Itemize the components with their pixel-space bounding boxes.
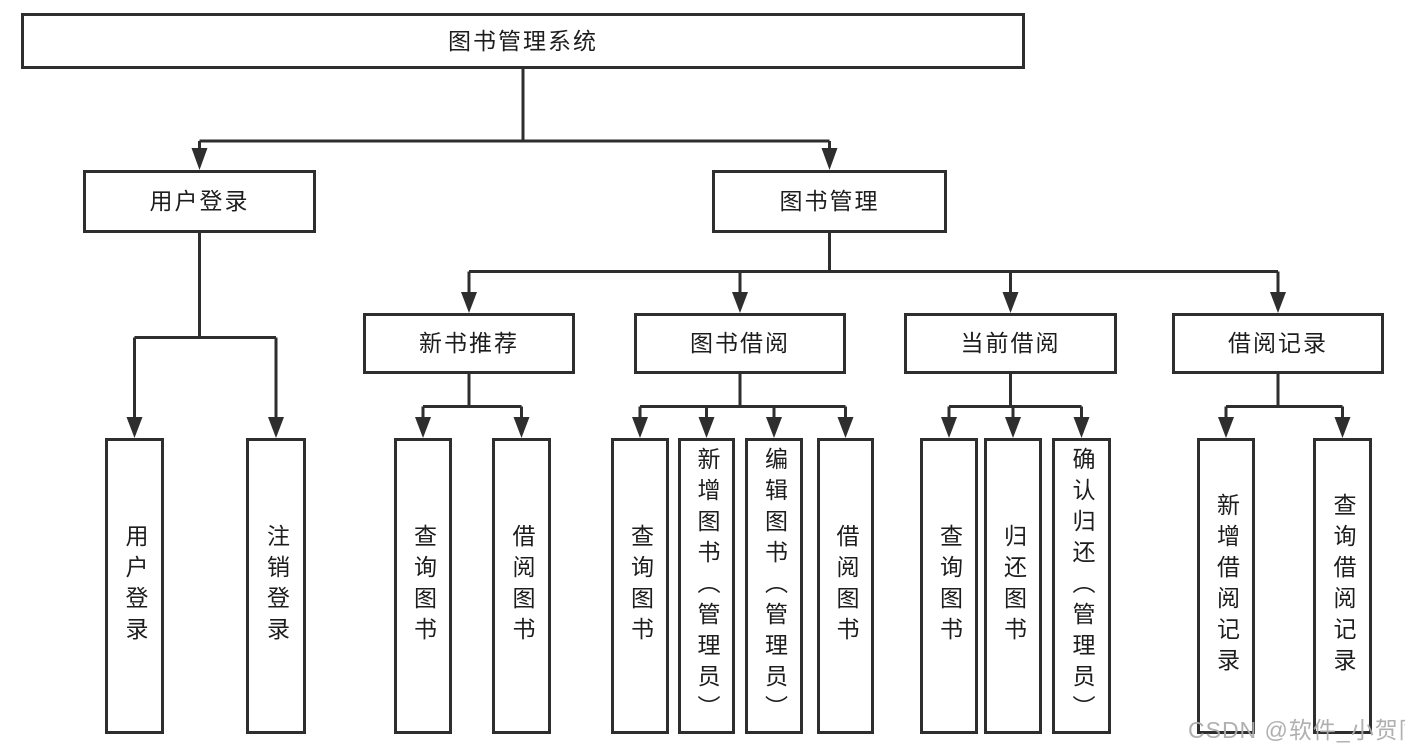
leaf-query-borrow-record: 查询借阅记录 <box>1313 438 1372 734</box>
arrowhead-icon <box>1073 417 1090 438</box>
arrowhead-icon <box>461 292 477 313</box>
leaf-label: 借阅图书 <box>833 524 859 648</box>
leaf-add-borrow-record: 新增借阅记录 <box>1197 438 1255 734</box>
arrowhead-icon <box>698 417 715 438</box>
arrowhead-icon <box>766 417 782 438</box>
node-borrow-records-label: 借阅记录 <box>1228 330 1328 356</box>
arrowhead-icon <box>1270 292 1286 313</box>
leaf-add-books-admin: 新增图书（管理员） <box>678 438 735 734</box>
node-book-borrow: 图书借阅 <box>634 313 846 374</box>
node-current-borrow-label: 当前借阅 <box>960 330 1061 356</box>
node-borrow-records: 借阅记录 <box>1172 313 1384 374</box>
arrowhead-icon <box>268 417 284 438</box>
leaf-query-books-recommend: 查询图书 <box>394 438 452 734</box>
watermark-text: CSDN @软件_小贺同学 <box>1188 717 1405 743</box>
node-root: 图书管理系统 <box>21 13 1025 69</box>
arrowhead-icon <box>1002 292 1019 313</box>
node-current-borrow: 当前借阅 <box>904 313 1117 374</box>
leaf-label: 用户登录 <box>122 524 148 648</box>
leaf-confirm-return-admin: 确认归还（管理员） <box>1052 438 1111 734</box>
leaf-logout: 注销登录 <box>246 438 306 734</box>
node-book-borrow-label: 图书借阅 <box>690 330 790 356</box>
node-new-book-recommend-label: 新书推荐 <box>419 330 519 356</box>
leaf-user-login: 用户登录 <box>105 438 164 734</box>
arrowhead-icon <box>837 417 854 438</box>
leaf-return-books: 归还图书 <box>984 438 1042 734</box>
node-book-management-label: 图书管理 <box>779 188 880 214</box>
leaf-label: 新增借阅记录 <box>1213 493 1240 679</box>
leaf-query-books-current: 查询图书 <box>920 438 978 734</box>
leaf-label: 注销登录 <box>263 524 290 648</box>
node-book-management: 图书管理 <box>712 170 947 233</box>
leaf-label: 新增图书（管理员） <box>694 446 720 726</box>
node-user-login: 用户登录 <box>83 170 316 233</box>
node-new-book-recommend: 新书推荐 <box>363 313 575 374</box>
node-user-login-label: 用户登录 <box>149 188 250 214</box>
arrowhead-icon <box>191 148 208 170</box>
leaf-edit-books-admin: 编辑图书（管理员） <box>745 438 803 734</box>
leaf-borrow-books: 借阅图书 <box>817 438 874 734</box>
leaf-label: 查询图书 <box>936 524 963 648</box>
arrowhead-icon <box>632 417 648 438</box>
arrowhead-icon <box>1218 417 1234 438</box>
node-root-label: 图书管理系统 <box>448 27 598 54</box>
leaf-label: 查询借阅记录 <box>1330 493 1356 679</box>
leaf-label: 借阅图书 <box>509 524 535 648</box>
arrowhead-icon <box>821 148 838 170</box>
leaf-label: 归还图书 <box>1000 524 1027 648</box>
leaf-label: 查询图书 <box>627 524 654 648</box>
arrowhead-icon <box>415 417 431 438</box>
arrowhead-icon <box>1334 417 1351 438</box>
arrowhead-icon <box>1005 417 1021 438</box>
leaf-label: 查询图书 <box>410 524 437 648</box>
arrowhead-icon <box>732 292 748 313</box>
arrowhead-icon <box>126 417 143 438</box>
arrowhead-icon <box>941 417 957 438</box>
leaf-query-books-borrow: 查询图书 <box>611 438 669 734</box>
leaf-borrow-books-recommend: 借阅图书 <box>492 438 551 734</box>
leaf-label: 编辑图书（管理员） <box>761 446 788 726</box>
arrowhead-icon <box>513 417 530 438</box>
leaf-label: 确认归还（管理员） <box>1069 446 1095 726</box>
